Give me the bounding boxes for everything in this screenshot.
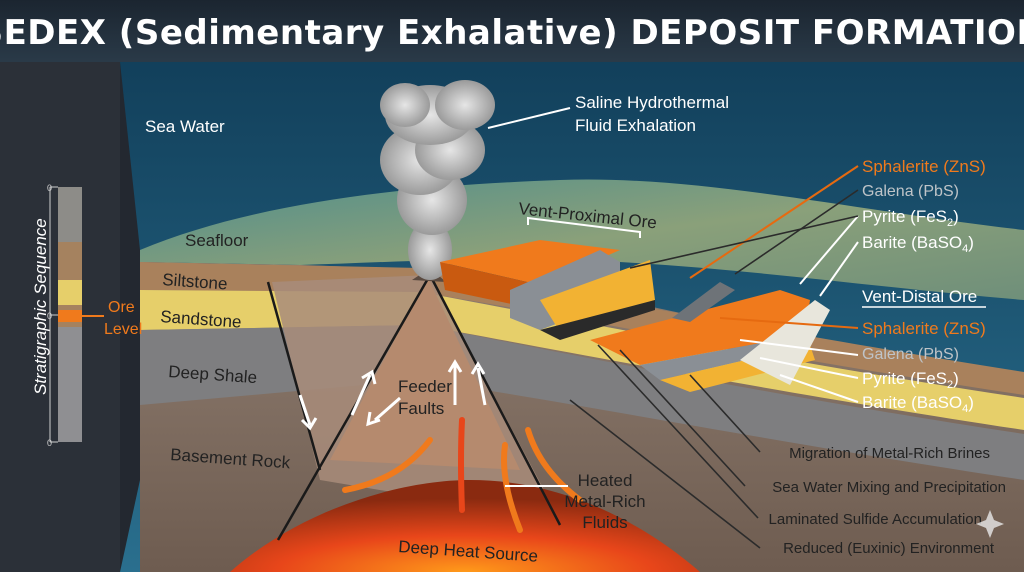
proximal-sphalerite: Sphalerite (ZnS) xyxy=(862,157,986,176)
process-accumulation: Laminated Sulfide Accumulation xyxy=(769,511,982,528)
column-tick-top: 0 xyxy=(47,183,52,193)
label-feeder-2: Faults xyxy=(398,399,444,418)
process-migration: Migration of Metal-Rich Brines xyxy=(789,445,990,462)
label-sea-water: Sea Water xyxy=(145,117,225,136)
label-feeder-1: Feeder xyxy=(398,377,452,396)
vent-proximal-ore-block xyxy=(440,240,655,340)
label-exhalation-2: Fluid Exhalation xyxy=(575,116,696,135)
heat-source xyxy=(230,480,700,572)
column-ore-2: Level xyxy=(104,321,142,338)
label-siltstone: Siltstone xyxy=(162,270,228,294)
stratigraphic-column xyxy=(49,186,104,443)
label-heated-3: Fluids xyxy=(582,513,627,532)
distal-barite: Barite (BaSO4) xyxy=(862,393,974,415)
siltstone-layer xyxy=(140,262,1024,395)
proximal-barite: Barite (BaSO4) xyxy=(862,233,974,255)
vent-distal-ore-block xyxy=(590,282,830,392)
proximal-bracket xyxy=(527,216,641,238)
sparkle-icon xyxy=(976,510,1004,538)
seafloor-surface xyxy=(140,179,1024,300)
label-heated-1: Heated xyxy=(578,471,633,490)
distal-sphalerite: Sphalerite (ZnS) xyxy=(862,319,986,338)
smoke-plume xyxy=(380,80,495,280)
proximal-pyrite: Pyrite (FeS2) xyxy=(862,207,959,229)
fault-arrows xyxy=(298,359,487,431)
distal-pyrite: Pyrite (FeS2) xyxy=(862,369,959,391)
fault-line-center-right xyxy=(428,274,562,526)
label-exhalation-1: Saline Hydrothermal xyxy=(575,93,729,112)
column-title: Stratigraphic Sequence xyxy=(31,218,50,395)
label-seafloor: Seafloor xyxy=(185,231,249,250)
proximal-galena: Galena (PbS) xyxy=(862,183,959,200)
diagram-title: SEDEX (Sedimentary Exhalative) DEPOSIT F… xyxy=(0,13,1024,53)
label-heated-2: Metal-Rich xyxy=(564,492,645,511)
title-bar xyxy=(0,0,1024,62)
fault-line-left xyxy=(266,281,322,471)
column-tick-mid: 0 xyxy=(47,311,52,321)
column-tick-bottom: 0 xyxy=(47,438,52,448)
column-ore-1: Ore xyxy=(108,299,135,316)
fluid-arrows xyxy=(342,417,583,533)
process-mixing: Sea Water Mixing and Precipitation xyxy=(772,479,1006,496)
distal-galena: Galena (PbS) xyxy=(862,346,959,363)
leader-lines xyxy=(487,107,986,549)
process-euxinic: Reduced (Euxinic) Environment xyxy=(783,540,995,557)
label-vent-distal-ore: Vent-Distal Ore xyxy=(862,287,977,306)
